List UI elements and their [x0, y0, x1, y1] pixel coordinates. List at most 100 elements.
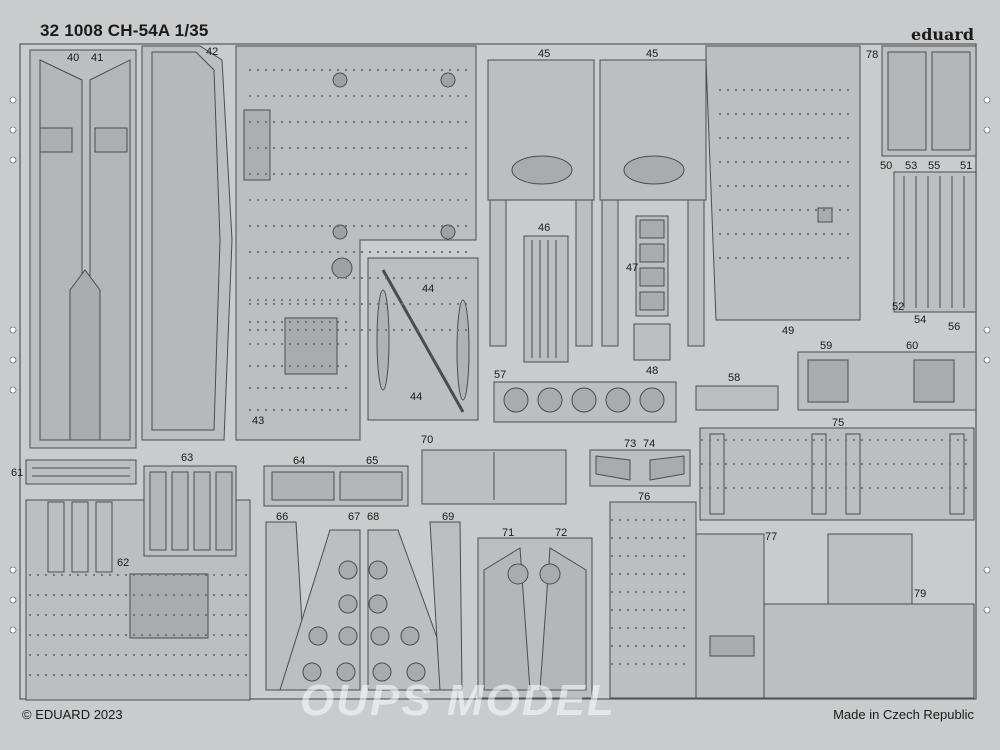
- rivet-dot: [384, 302, 388, 306]
- rivet-dot: [304, 364, 308, 368]
- rivet-dot: [748, 486, 752, 490]
- rivet-dot: [68, 573, 72, 577]
- rivet-dot: [416, 250, 420, 254]
- rivet-dot: [742, 208, 746, 212]
- rivet-dot: [932, 462, 936, 466]
- rivet-dot: [726, 88, 730, 92]
- rivet-dot: [424, 276, 428, 280]
- rivet-dot: [344, 342, 348, 346]
- rivet-dot: [828, 438, 832, 442]
- rivet-dot: [734, 184, 738, 188]
- rivet-dot: [932, 486, 936, 490]
- rivet-dot: [718, 208, 722, 212]
- rivet-dot: [328, 172, 332, 176]
- rivet-dot: [280, 94, 284, 98]
- rivet-dot: [124, 633, 128, 637]
- rivet-dot: [220, 653, 224, 657]
- rivet-dot: [272, 172, 276, 176]
- rivet-dot: [328, 68, 332, 72]
- rivet-dot: [416, 94, 420, 98]
- rivet-dot: [368, 94, 372, 98]
- rivet-dot: [148, 573, 152, 577]
- rivet-dot: [52, 573, 56, 577]
- rivet-dot: [28, 673, 32, 677]
- rivet-dot: [900, 438, 904, 442]
- rivet-dot: [236, 673, 240, 677]
- rivet-dot: [296, 302, 300, 306]
- rivet-dot: [384, 276, 388, 280]
- rivet-dot: [822, 232, 826, 236]
- rivet-dot: [758, 232, 762, 236]
- rivet-dot: [360, 94, 364, 98]
- part-70: [421, 449, 567, 505]
- part-number-54: 54: [914, 314, 926, 326]
- rivet-dot: [464, 276, 468, 280]
- rivet-dot: [846, 136, 850, 140]
- rivet-dot: [756, 486, 760, 490]
- rivet-dot: [336, 364, 340, 368]
- rivet-dot: [304, 94, 308, 98]
- rivet-dot: [264, 68, 268, 72]
- rivet-dot: [248, 146, 252, 150]
- rivet-dot: [742, 160, 746, 164]
- rivet-dot: [384, 224, 388, 228]
- rivet-dot: [376, 172, 380, 176]
- part-63: [143, 465, 237, 557]
- rivet-dot: [626, 590, 630, 594]
- rivet-dot: [164, 633, 168, 637]
- rivet-dot: [188, 653, 192, 657]
- rivet-dot: [392, 302, 396, 306]
- rivet-dot: [682, 518, 686, 522]
- rivet-dot: [432, 328, 436, 332]
- rivet-dot: [804, 486, 808, 490]
- rivet-dot: [682, 590, 686, 594]
- part-number-70: 70: [421, 434, 433, 446]
- rivet-dot: [924, 486, 928, 490]
- rivet-dot: [92, 673, 96, 677]
- rivet-dot: [948, 438, 952, 442]
- rivet-dot: [280, 342, 284, 346]
- rivet-dot: [852, 438, 856, 442]
- rivet-dot: [44, 573, 48, 577]
- part-42: [141, 45, 233, 441]
- rivet-dot: [336, 320, 340, 324]
- rivet-dot: [716, 462, 720, 466]
- rivet-dot: [288, 276, 292, 280]
- rivet-dot: [212, 653, 216, 657]
- rivet-dot: [838, 184, 842, 188]
- rivet-dot: [448, 250, 452, 254]
- rivet-dot: [408, 120, 412, 124]
- rivet-dot: [304, 298, 308, 302]
- rivet-dot: [726, 136, 730, 140]
- rivet-dot: [774, 232, 778, 236]
- rivet-dot: [610, 662, 614, 666]
- rivet-dot: [400, 94, 404, 98]
- rivet-dot: [658, 608, 662, 612]
- rivet-dot: [44, 613, 48, 617]
- rivet-dot: [774, 160, 778, 164]
- rivet-dot: [432, 250, 436, 254]
- rivet-dot: [220, 633, 224, 637]
- rivet-dot: [288, 408, 292, 412]
- rivet-dot: [344, 146, 348, 150]
- rivet-dot: [416, 120, 420, 124]
- rivet-dot: [36, 613, 40, 617]
- rivet-dot: [344, 298, 348, 302]
- rivet-dot: [846, 112, 850, 116]
- rivet-dot: [392, 68, 396, 72]
- rivet-dot: [392, 120, 396, 124]
- rivet-dot: [280, 298, 284, 302]
- rivet-dot: [296, 364, 300, 368]
- rivet-dot: [718, 160, 722, 164]
- rivet-dot: [368, 68, 372, 72]
- rivet-dot: [798, 112, 802, 116]
- rivet-dot: [264, 320, 268, 324]
- rivet-dot: [272, 276, 276, 280]
- rivet-dot: [360, 146, 364, 150]
- rivet-dot: [116, 653, 120, 657]
- rivet-dot: [376, 302, 380, 306]
- rivet-dot: [618, 518, 622, 522]
- rivet-dot: [272, 94, 276, 98]
- rivet-dot: [782, 112, 786, 116]
- part-number-60: 60: [906, 340, 918, 352]
